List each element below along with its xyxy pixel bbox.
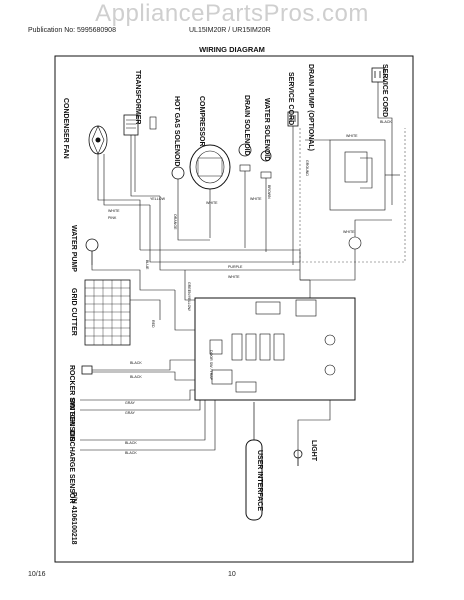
label-transformer: TRANSFORMER [134, 70, 141, 124]
rocker-switch [81, 365, 93, 375]
label-bin-sensor: BIN SENSOR [68, 398, 75, 442]
model-numbers: UL15IM20R / UR15IM20R [189, 27, 271, 34]
condenser-fan [88, 125, 108, 155]
footer-page-number: 10 [228, 571, 236, 578]
grid-cutter [84, 279, 131, 346]
wire-label-black-1: BLACK [130, 361, 142, 365]
label-part-number: P/N 4106100218 [70, 492, 77, 545]
wire-label-white-3: WHITE [250, 197, 262, 201]
wire-label-black-5: BLACK [380, 120, 392, 124]
wire-label-purple: PURPLE [228, 265, 243, 269]
wire-label-white-4: WHITE [228, 275, 240, 279]
label-discharge-sensor: DISCHARGE SENSOR [68, 430, 75, 504]
compressor [189, 144, 231, 190]
wire-label-brown: BROWN [267, 185, 271, 199]
wire-label-black-3: BLACK [125, 441, 137, 445]
label-drain-pump: DRAIN PUMP (OPTIONAL) [307, 64, 314, 151]
label-door-switch: DOOR SW / TRAP [209, 350, 213, 381]
wire-label-white-6: WHITE [346, 134, 358, 138]
wire-label-black-2: BLACK [130, 375, 142, 379]
wire-label-black-4: BLACK [125, 451, 137, 455]
label-light: LIGHT [310, 440, 317, 462]
label-user-interface: USER INTERFACE [256, 450, 263, 511]
label-hot-gas-solenoid: HOT GAS SOLENOID [173, 96, 180, 166]
label-water-solenoid: WATER SOLENOID [263, 98, 270, 161]
wire-label-orange: ORANGE [173, 214, 177, 230]
control-board [194, 297, 356, 401]
water-pump [85, 238, 99, 265]
wire-label-pink: PINK [108, 216, 117, 220]
drain-pump-region [299, 128, 406, 263]
page-title: WIRING DIAGRAM [199, 45, 265, 54]
watermark: AppliancePartsPros.com [95, 0, 369, 27]
wire-label-white-5: WHITE [343, 230, 355, 234]
label-condenser-fan: CONDENSER FAN [62, 98, 69, 159]
label-service-cord-pump: SERVICE CORD [381, 64, 388, 117]
wire-label-yellow: YELLOW [150, 197, 166, 201]
footer-date: 10/16 [28, 571, 46, 578]
wire-label-ground-1: GROUND [305, 160, 309, 176]
wire-label-gray-1: GRAY [125, 401, 136, 405]
wire-label-blue: BLUE [145, 260, 149, 270]
label-compressor: COMPRESSOR [198, 96, 205, 147]
wire-label-gray-2: GRAY [125, 411, 136, 415]
label-service-cord: SERVICE CORD [287, 72, 294, 125]
wire-label-red: RED [151, 320, 155, 328]
wire-label-green-yellow: GREEN/YELLOW [187, 282, 191, 311]
label-water-pump: WATER PUMP [70, 225, 77, 272]
wiring-harness [80, 126, 392, 466]
publication-number: Publication No: 5995680908 [28, 27, 116, 34]
diagram-frame [54, 55, 414, 563]
label-drain-solenoid: DRAIN SOLENOID [243, 95, 250, 156]
wire-label-white-2: WHITE [206, 201, 218, 205]
hot-gas-solenoid [171, 166, 185, 195]
label-grid-cutter: GRID CUTTER [70, 288, 77, 336]
label-rocker-switch: ROCKER SWITCH [68, 365, 75, 425]
user-interface [245, 402, 263, 521]
wire-label-white-1: WHITE [108, 209, 120, 213]
